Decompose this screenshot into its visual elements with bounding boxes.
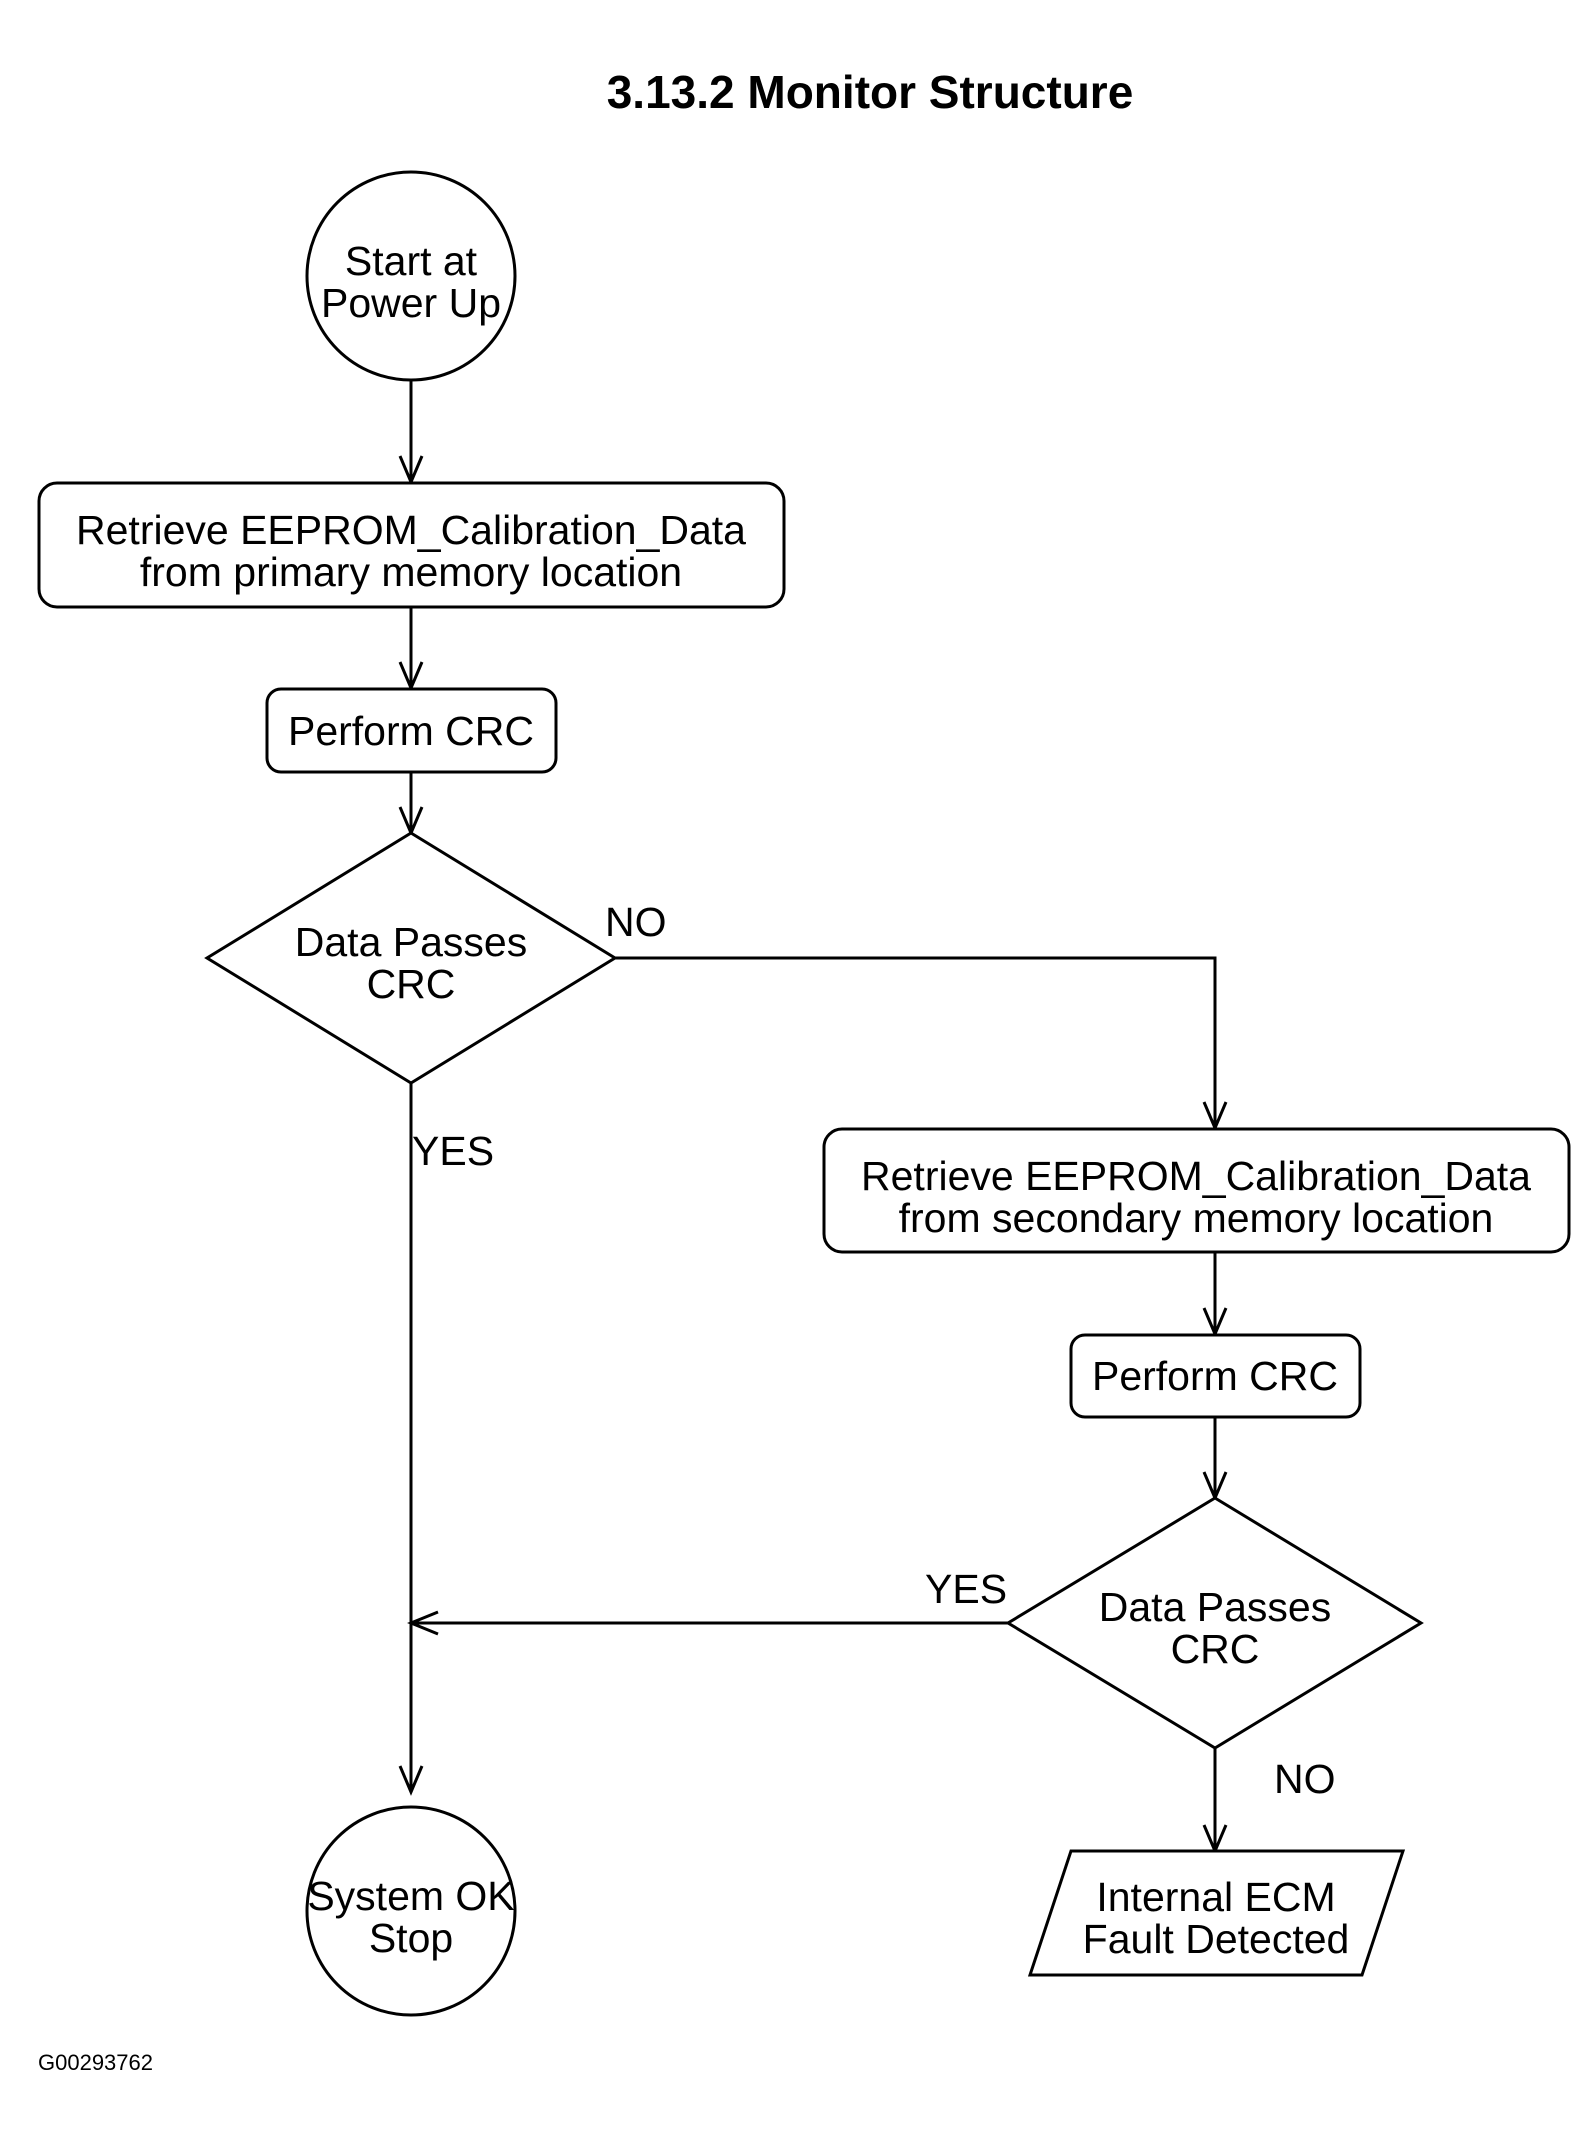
edge-label-no-primary: NO [605, 899, 667, 945]
node-system-ok-line-2: Stop [369, 1915, 453, 1961]
edge-retrieve-primary-to-crc [398, 607, 424, 692]
node-system-ok: System OK Stop [305, 1805, 517, 2017]
edge-check-primary-yes: YES [398, 1083, 494, 1796]
node-fault-line-2: Fault Detected [1083, 1916, 1350, 1962]
diagram-title: 3.13.2 Monitor Structure [607, 66, 1134, 118]
edge-label-no-secondary: NO [1274, 1756, 1336, 1802]
edge-label-yes-secondary: YES [925, 1566, 1007, 1612]
node-check-primary-line-1: Data Passes [295, 919, 527, 965]
node-retrieve-secondary: Retrieve EEPROM_Calibration_Data from se… [822, 1127, 1571, 1254]
edge-check-secondary-no: NO [1202, 1748, 1336, 1855]
edge-crc-to-check-primary [398, 772, 424, 837]
node-check-secondary-line-1: Data Passes [1099, 1584, 1331, 1630]
node-retrieve-secondary-line-1: Retrieve EEPROM_Calibration_Data [861, 1153, 1531, 1199]
node-fault-line-1: Internal ECM [1096, 1874, 1335, 1920]
node-start-line-2: Power Up [321, 280, 501, 326]
node-crc-primary: Perform CRC [265, 687, 558, 774]
node-fault: Internal ECM Fault Detected [1027, 1849, 1406, 1977]
node-retrieve-primary-line-1: Retrieve EEPROM_Calibration_Data [76, 507, 746, 553]
node-check-primary-line-2: CRC [367, 961, 456, 1007]
node-retrieve-primary: Retrieve EEPROM_Calibration_Data from pr… [37, 481, 786, 609]
node-system-ok-line-1: System OK [307, 1873, 514, 1919]
figure-id: G00293762 [38, 2050, 153, 2075]
node-check-secondary: Data Passes CRC [1005, 1496, 1424, 1750]
node-start-line-1: Start at [345, 238, 478, 284]
node-crc-primary-label: Perform CRC [288, 708, 534, 754]
edge-crc-to-check-secondary [1202, 1417, 1228, 1502]
node-retrieve-secondary-line-2: from secondary memory location [899, 1195, 1494, 1241]
node-check-secondary-line-2: CRC [1171, 1626, 1260, 1672]
edge-retrieve-secondary-to-crc [1202, 1252, 1228, 1338]
node-crc-secondary: Perform CRC [1069, 1333, 1362, 1419]
edge-label-yes-primary: YES [412, 1128, 494, 1174]
node-retrieve-primary-line-2: from primary memory location [140, 549, 682, 595]
node-start: Start at Power Up [305, 170, 517, 382]
edge-check-secondary-yes: YES [407, 1566, 1008, 1636]
node-check-primary: Data Passes CRC [204, 831, 618, 1085]
node-crc-secondary-label: Perform CRC [1092, 1353, 1338, 1399]
edge-check-primary-no: NO [605, 899, 1228, 1132]
edge-start-to-retrieve-primary [398, 380, 424, 486]
